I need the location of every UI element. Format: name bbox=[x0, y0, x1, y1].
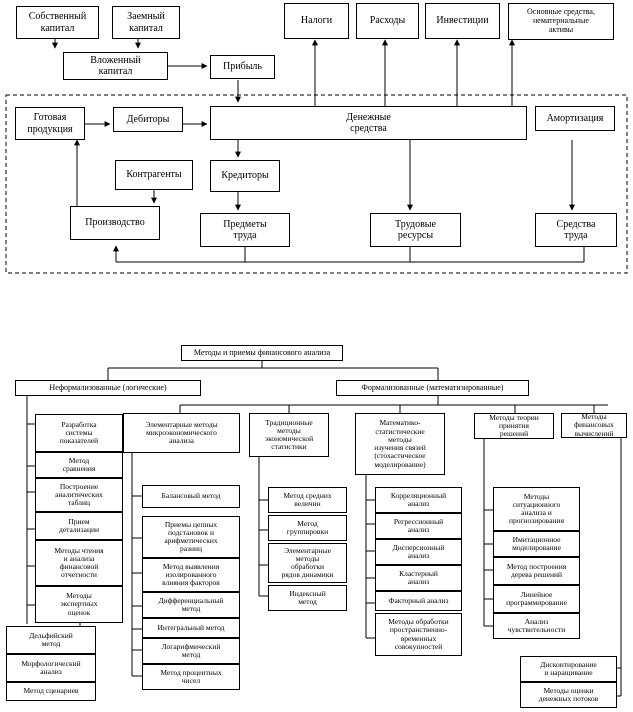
informal-item: Методы чтения и анализа финансовой отчет… bbox=[35, 540, 123, 586]
financial-calc-title: Методы финансовых вычислений bbox=[561, 413, 627, 438]
micro-methods-title: Элементарные методы микроэкономического … bbox=[123, 413, 240, 453]
traditional-stats-title: Традиционные методы экономической статис… bbox=[249, 413, 329, 457]
borrowed-capital-box: Заемный капитал bbox=[112, 6, 180, 39]
fincalc-item: Методы оценки денежных потоков bbox=[520, 682, 617, 708]
mathstat-item: Факторный анализ bbox=[375, 591, 462, 611]
mathstat-item: Кластерный анализ bbox=[375, 565, 462, 591]
taxes-box: Налоги bbox=[284, 3, 349, 39]
informal-item: Метод сравнения bbox=[35, 452, 123, 478]
methods-root-box: Методы и приемы финансового анализа bbox=[181, 345, 343, 361]
micro-item: Дифференциальный метод bbox=[142, 592, 240, 618]
micro-item: Балансовый метод bbox=[142, 485, 240, 508]
expert-item: Метод сценариев bbox=[6, 682, 96, 701]
finished-goods-box: Готовая продукция bbox=[15, 107, 85, 140]
mathstat-item: Корреляционный анализ bbox=[375, 487, 462, 513]
invested-capital-box: Вложенный капитал bbox=[63, 52, 168, 80]
informal-methods-box: Неформализованные (логические) bbox=[15, 380, 201, 396]
math-stat-methods-title: Математико- статистические методы изучен… bbox=[355, 413, 445, 475]
informal-item: Прием детализации bbox=[35, 512, 123, 540]
informal-item: Разработка системы показателей bbox=[35, 414, 123, 452]
expert-item: Дельфийский метод bbox=[6, 626, 96, 654]
labor-resources-box: Трудовые ресурсы bbox=[370, 213, 461, 247]
trad-item: Метод средних величин bbox=[268, 487, 347, 513]
cash-box: Денежные средства bbox=[210, 106, 527, 140]
mathstat-item: Методы обработки пространственно- времен… bbox=[375, 613, 462, 656]
trad-item: Индексный метод bbox=[268, 585, 347, 611]
micro-item: Логарифмический метод bbox=[142, 638, 240, 664]
informal-item: Методы экспертных оценок bbox=[35, 586, 123, 623]
decision-theory-title: Методы теории принятия решений bbox=[474, 413, 554, 439]
micro-item: Метод выявления изолированного влияния ф… bbox=[142, 558, 240, 592]
debtors-box: Дебиторы bbox=[113, 107, 183, 132]
decision-item: Имитационное моделирование bbox=[493, 531, 580, 557]
expert-item: Морфологический анализ bbox=[6, 654, 96, 682]
own-capital-box: Собственный капитал bbox=[16, 6, 99, 39]
decision-item: Метод построения дерева решений bbox=[493, 557, 580, 585]
counterparties-box: Контрагенты bbox=[115, 160, 193, 190]
formal-methods-box: Формализованные (математизированные) bbox=[336, 380, 529, 396]
investments-box: Инвестиции bbox=[425, 3, 500, 39]
profit-box: Прибыль bbox=[210, 55, 275, 79]
fincalc-item: Дисконтирование и наращивание bbox=[520, 656, 617, 682]
depreciation-box: Амортизация bbox=[535, 106, 615, 131]
objects-of-labor-box: Предметы труда bbox=[200, 213, 290, 247]
decision-item: Линейное программирование bbox=[493, 585, 580, 613]
fixed-assets-box: Основные средства, нематериальные активы bbox=[508, 3, 614, 40]
informal-item: Построение аналитических таблиц bbox=[35, 478, 123, 512]
decision-item: Методы ситуационного анализа и прогнозир… bbox=[493, 487, 580, 531]
micro-item: Метод процентных чисел bbox=[142, 664, 240, 690]
means-of-labor-box: Средства труда bbox=[535, 213, 617, 247]
mathstat-item: Регрессионный анализ bbox=[375, 513, 462, 539]
trad-item: Элементарные методы обработки рядов дина… bbox=[268, 543, 347, 583]
micro-item: Интегральный метод bbox=[142, 618, 240, 638]
creditors-box: Кредиторы bbox=[210, 160, 280, 192]
decision-item: Анализ чувствительности bbox=[493, 613, 580, 639]
mathstat-item: Дисперсионный анализ bbox=[375, 539, 462, 565]
micro-item: Приемы цепных подстановок и арифметическ… bbox=[142, 516, 240, 558]
trad-item: Метод группировки bbox=[268, 515, 347, 541]
production-box: Производство bbox=[70, 206, 160, 240]
expenses-box: Расходы bbox=[356, 3, 419, 39]
